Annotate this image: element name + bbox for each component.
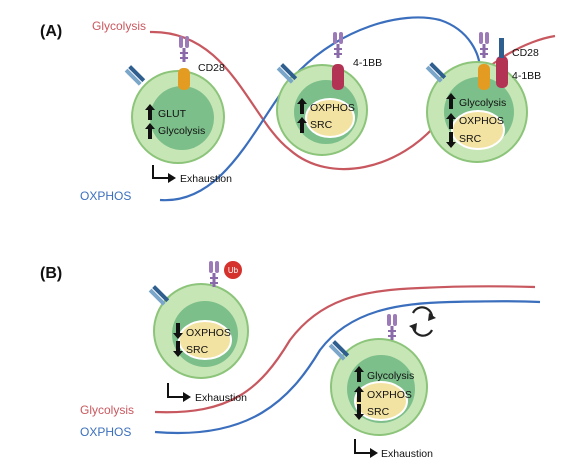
panel-b-cell-1-exhaustion: Exhaustion: [167, 383, 247, 404]
cell-2-line-2: SRC: [310, 119, 333, 131]
tcr-receptor-icon: [124, 65, 146, 86]
cell-1-line-2: Glycolysis: [158, 125, 205, 137]
cd28-receptor-icon: [178, 68, 190, 90]
41bb-receptor-icon: [332, 64, 344, 90]
cd3-receptor-icon: [209, 261, 219, 287]
exhaustion-label: Exhaustion: [195, 392, 247, 404]
panel-a-label: (A): [40, 23, 62, 40]
cell-3-receptor-bottom-label: 4-1BB: [512, 70, 541, 82]
panel-a-oxphos-curve: [159, 16, 482, 202]
cd3-receptor-icon: [479, 32, 489, 58]
cell-b1-line-2: SRC: [186, 344, 209, 356]
panel-b-glycolysis-label: Glycolysis: [80, 403, 134, 417]
panel-b-oxphos-label: OXPHOS: [80, 425, 131, 439]
panel-a-cell-1: GLUT Glycolysis CD28: [124, 36, 225, 164]
panel-a-cell-1-exhaustion: Exhaustion: [152, 165, 232, 185]
panel-a-oxphos-label: OXPHOS: [80, 189, 131, 203]
cell-1-line-1: GLUT: [158, 108, 187, 120]
cell-b2-line-1: Glycolysis: [367, 370, 414, 382]
panel-b-label: (B): [40, 265, 62, 282]
cell-2-receptor-label: 4-1BB: [353, 57, 382, 69]
panel-a-cell-3: Glycolysis OXPHOS SRC CD28 4-1BB: [425, 32, 541, 163]
cd3-receptor-icon: [387, 314, 397, 340]
cell-2-line-1: OXPHOS: [310, 102, 355, 114]
panel-b-cell-1: Ub OXPHOS SRC: [148, 261, 249, 379]
cell-3-line-1: Glycolysis: [459, 97, 506, 109]
panel-b-glycolysis-curve: [154, 285, 536, 414]
cell-b2-line-3: SRC: [367, 406, 390, 418]
cd28-receptor-icon: [478, 64, 490, 90]
cd3-receptor-icon: [179, 36, 189, 62]
panel-a-glycolysis-label: Glycolysis: [92, 19, 146, 33]
panel-b-cell-2-exhaustion: Exhaustion: [354, 439, 433, 460]
cd28-stalk-icon: [499, 38, 504, 58]
exhaustion-label: Exhaustion: [180, 173, 232, 185]
panel-b-oxphos-curve: [154, 300, 541, 435]
cd3-receptor-icon: [333, 32, 343, 58]
41bb-receptor-icon: [496, 56, 508, 88]
cell-1-receptor-label: CD28: [198, 62, 225, 74]
cell-b1-line-1: OXPHOS: [186, 327, 231, 339]
cell-3-line-3: SRC: [459, 133, 482, 145]
panel-a-cell-2: OXPHOS SRC 4-1BB: [276, 32, 382, 156]
panel-b-cell-2: Glycolysis OXPHOS SRC: [328, 306, 436, 436]
ub-label: Ub: [228, 266, 239, 275]
cell-b2-line-2: OXPHOS: [367, 389, 412, 401]
ubiquitin-icon: [224, 261, 242, 279]
cell-3-line-2: OXPHOS: [459, 115, 504, 127]
recycle-arrows-icon: [409, 306, 436, 337]
cell-3-receptor-top-label: CD28: [512, 47, 539, 59]
exhaustion-label: Exhaustion: [381, 448, 433, 460]
